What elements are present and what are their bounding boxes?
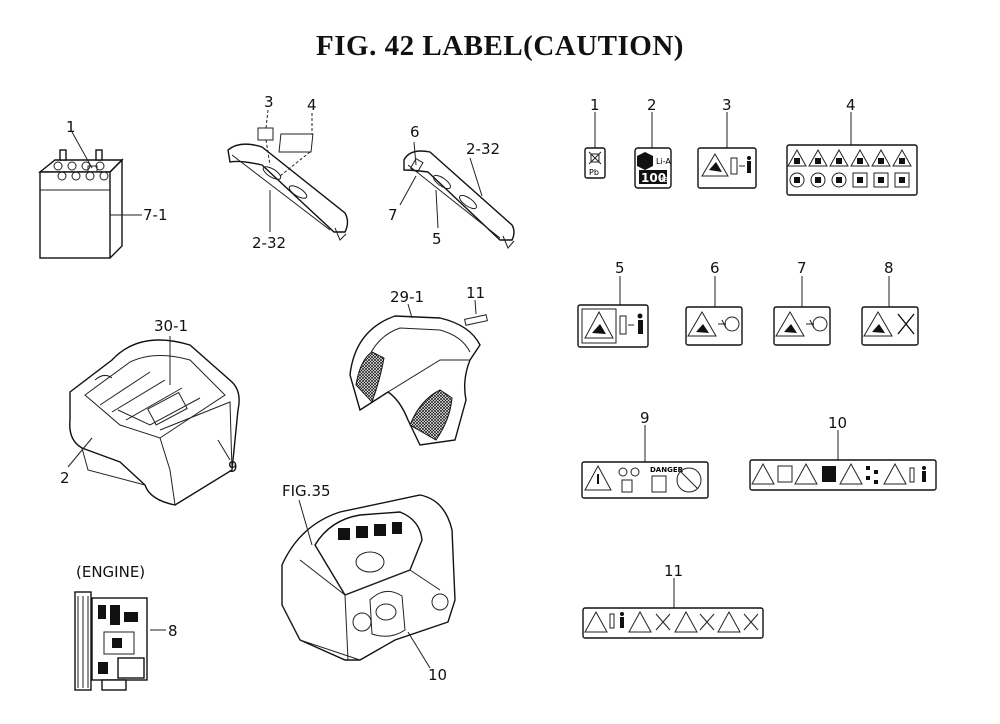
label-4-decal bbox=[786, 112, 918, 196]
label-number-7: 7 bbox=[797, 259, 807, 277]
label-number-2: 2 bbox=[647, 96, 657, 114]
engine-drawing bbox=[74, 591, 166, 691]
dash-drawing bbox=[281, 494, 456, 669]
label-2-decal: Li-A 100 dB bbox=[634, 112, 672, 189]
label-5-decal bbox=[577, 276, 649, 348]
label-6-decal bbox=[685, 276, 743, 346]
callout-shroud-29-1: 29-1 bbox=[390, 288, 424, 306]
label-1-text: Pb bbox=[589, 168, 599, 177]
label-2-lia: Li-A bbox=[656, 157, 671, 166]
label-7-decal bbox=[773, 276, 831, 346]
label-3-decal bbox=[697, 112, 757, 189]
label-11-decal bbox=[582, 578, 764, 639]
side-cover-left-drawing bbox=[227, 109, 349, 241]
callout-side-cover-4: 4 bbox=[307, 96, 317, 114]
callout-side-cover-3: 3 bbox=[264, 93, 274, 111]
label-number-1: 1 bbox=[590, 96, 600, 114]
engine-caption: (ENGINE) bbox=[76, 563, 145, 581]
hood-drawing bbox=[67, 336, 240, 506]
callout-dash-10: 10 bbox=[428, 666, 447, 684]
label-number-5: 5 bbox=[615, 259, 625, 277]
label-number-6: 6 bbox=[710, 259, 720, 277]
label-number-8: 8 bbox=[884, 259, 894, 277]
figure-title: FIG. 42 LABEL(CAUTION) bbox=[316, 30, 684, 62]
callout-side-cover-2-32-right: 2-32 bbox=[466, 140, 500, 158]
label-2-value: 100 bbox=[641, 171, 666, 185]
callout-side-cover-7: 7 bbox=[388, 206, 398, 224]
callout-dash-fig35: FIG.35 bbox=[282, 482, 331, 500]
callout-hood-2: 2 bbox=[60, 469, 70, 487]
battery-drawing bbox=[38, 131, 142, 259]
label-10-decal bbox=[749, 430, 937, 491]
side-cover-right-drawing bbox=[399, 141, 515, 249]
label-1-decal: Pb bbox=[584, 112, 606, 179]
callout-side-cover-2-32-left: 2-32 bbox=[252, 234, 286, 252]
callout-shroud-11: 11 bbox=[466, 284, 485, 302]
label-number-3: 3 bbox=[722, 96, 732, 114]
label-number-4: 4 bbox=[846, 96, 856, 114]
label-number-9: 9 bbox=[640, 409, 650, 427]
callout-battery-1: 1 bbox=[66, 118, 76, 136]
callout-hood-30-1: 30-1 bbox=[154, 317, 188, 335]
callout-side-cover-5: 5 bbox=[432, 230, 442, 248]
label-number-11: 11 bbox=[664, 562, 683, 580]
callout-battery-7-1: 7-1 bbox=[143, 206, 168, 224]
label-9-decal: DANGER bbox=[581, 425, 709, 499]
callout-hood-9: 9 bbox=[228, 458, 238, 476]
label-9-danger-text: DANGER bbox=[650, 466, 684, 474]
callout-side-cover-6: 6 bbox=[410, 123, 420, 141]
label-number-10: 10 bbox=[828, 414, 847, 432]
label-2-unit: dB bbox=[659, 176, 668, 184]
shroud-drawing bbox=[349, 299, 488, 446]
label-8-decal bbox=[861, 276, 919, 346]
callout-engine-8: 8 bbox=[168, 622, 178, 640]
